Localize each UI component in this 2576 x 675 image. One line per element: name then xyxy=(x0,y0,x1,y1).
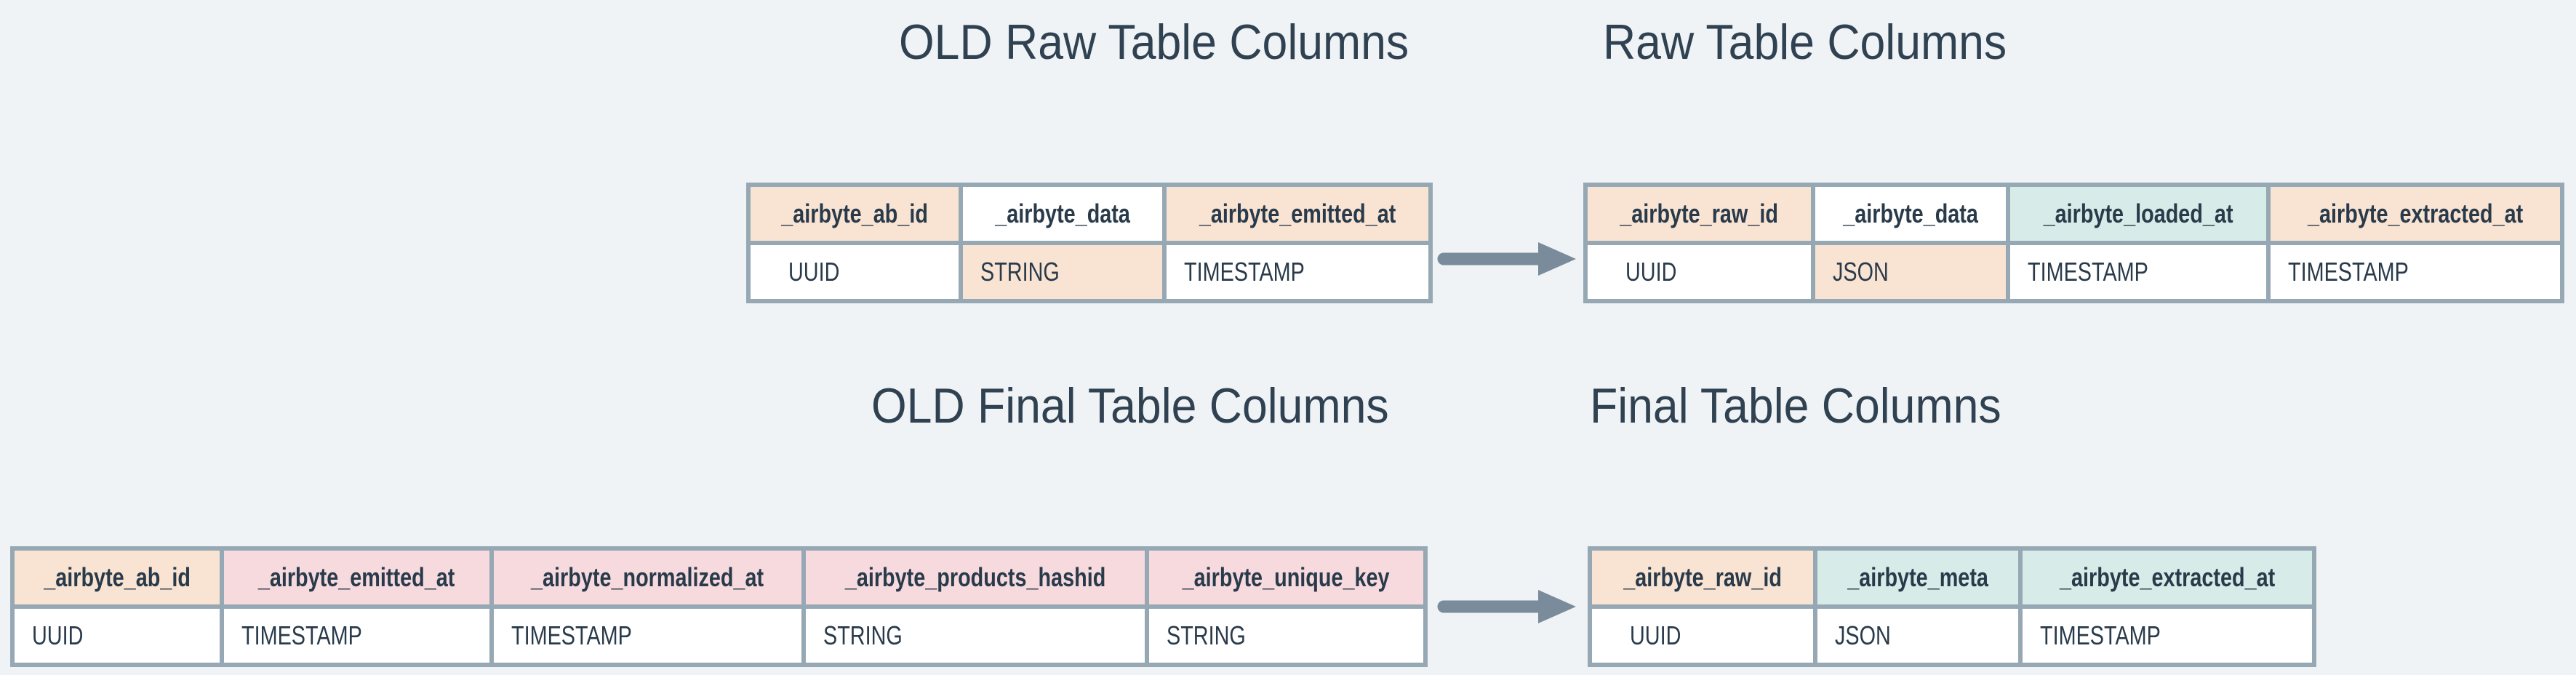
column-name: _airbyte_ab_id xyxy=(44,562,191,592)
column-type-cell: STRING xyxy=(1149,609,1423,663)
column-type-cell: TIMESTAMP xyxy=(2010,245,2271,299)
column-type: JSON xyxy=(1835,620,1891,650)
column-type-cell: UUID xyxy=(15,609,224,663)
raw-migration-arrow-icon xyxy=(1437,242,1576,276)
raw-table-header-row: _airbyte_raw_id _airbyte_data _airbyte_l… xyxy=(1588,187,2560,245)
column-header-cell: _airbyte_extracted_at xyxy=(2023,551,2312,604)
column-name: _airbyte_raw_id xyxy=(1623,562,1782,592)
column-type-cell: UUID xyxy=(1592,609,1817,663)
column-type: UUID xyxy=(32,620,84,650)
column-header-cell: _airbyte_raw_id xyxy=(1592,551,1817,604)
column-type-cell: JSON xyxy=(1817,609,2023,663)
column-type-cell: UUID xyxy=(1588,245,1815,299)
old-raw-table-header-row: _airbyte_ab_id _airbyte_data _airbyte_em… xyxy=(751,187,1428,245)
column-type: UUID xyxy=(788,257,840,287)
column-header-cell: _airbyte_ab_id xyxy=(15,551,224,604)
column-type-cell: TIMESTAMP xyxy=(2271,245,2560,299)
column-type: TIMESTAMP xyxy=(511,620,632,650)
column-header-cell: _airbyte_data xyxy=(963,187,1167,241)
column-header-cell: _airbyte_extracted_at xyxy=(2271,187,2560,241)
column-type-cell: STRING xyxy=(963,245,1167,299)
column-type-cell: TIMESTAMP xyxy=(1167,245,1428,299)
column-header-cell: _airbyte_emitted_at xyxy=(1167,187,1428,241)
column-type: TIMESTAMP xyxy=(2028,257,2148,287)
raw-table-title: Raw Table Columns xyxy=(1603,15,2007,70)
column-type-cell: TIMESTAMP xyxy=(2023,609,2312,663)
column-name: _airbyte_products_hashid xyxy=(844,562,1106,592)
column-header-cell: _airbyte_raw_id xyxy=(1588,187,1815,241)
column-type-cell: TIMESTAMP xyxy=(494,609,806,663)
final-table: _airbyte_raw_id _airbyte_meta _airbyte_e… xyxy=(1588,546,2316,667)
column-type: STRING xyxy=(823,620,903,650)
column-header-cell: _airbyte_loaded_at xyxy=(2010,187,2271,241)
column-header-cell: _airbyte_normalized_at xyxy=(494,551,806,604)
column-type-cell: UUID xyxy=(751,245,963,299)
column-name: _airbyte_ab_id xyxy=(781,199,928,228)
old-final-table-title: OLD Final Table Columns xyxy=(871,378,1389,434)
column-type: TIMESTAMP xyxy=(2040,620,2161,650)
column-name: _airbyte_extracted_at xyxy=(2059,562,2276,592)
column-type: STRING xyxy=(980,257,1060,287)
column-type: UUID xyxy=(1625,257,1677,287)
final-table-header-row: _airbyte_raw_id _airbyte_meta _airbyte_e… xyxy=(1592,551,2312,609)
column-type: TIMESTAMP xyxy=(241,620,362,650)
column-header-cell: _airbyte_ab_id xyxy=(751,187,963,241)
raw-table-type-row: UUID JSON TIMESTAMP TIMESTAMP xyxy=(1588,245,2560,299)
column-header-cell: _airbyte_data xyxy=(1815,187,2010,241)
column-type-cell: TIMESTAMP xyxy=(224,609,494,663)
column-type: JSON xyxy=(1833,257,1889,287)
column-type: TIMESTAMP xyxy=(2288,257,2409,287)
column-name: _airbyte_emitted_at xyxy=(1199,199,1396,228)
old-raw-table: _airbyte_ab_id _airbyte_data _airbyte_em… xyxy=(746,183,1433,303)
old-final-table-type-row: UUID TIMESTAMP TIMESTAMP STRING STRING xyxy=(15,609,1423,663)
column-name: _airbyte_data xyxy=(1843,199,1978,228)
column-header-cell: _airbyte_unique_key xyxy=(1149,551,1423,604)
column-header-cell: _airbyte_meta xyxy=(1817,551,2023,604)
final-table-type-row: UUID JSON TIMESTAMP xyxy=(1592,609,2312,663)
column-header-cell: _airbyte_products_hashid xyxy=(806,551,1149,604)
old-final-table-header-row: _airbyte_ab_id _airbyte_emitted_at _airb… xyxy=(15,551,1423,609)
raw-table: _airbyte_raw_id _airbyte_data _airbyte_l… xyxy=(1583,183,2564,303)
old-raw-table-title: OLD Raw Table Columns xyxy=(899,15,1409,70)
final-table-title: Final Table Columns xyxy=(1590,378,2001,434)
column-name: _airbyte_normalized_at xyxy=(531,562,764,592)
column-name: _airbyte_unique_key xyxy=(1183,562,1390,592)
final-migration-arrow-icon xyxy=(1437,590,1576,623)
column-type: STRING xyxy=(1167,620,1246,650)
column-name: _airbyte_emitted_at xyxy=(258,562,455,592)
column-name: _airbyte_data xyxy=(995,199,1130,228)
column-type-cell: JSON xyxy=(1815,245,2010,299)
column-name: _airbyte_raw_id xyxy=(1620,199,1779,228)
column-name: _airbyte_meta xyxy=(1847,562,1988,592)
old-raw-table-type-row: UUID STRING TIMESTAMP xyxy=(751,245,1428,299)
column-name: _airbyte_extracted_at xyxy=(2307,199,2524,228)
column-type: UUID xyxy=(1630,620,1681,650)
column-name: _airbyte_loaded_at xyxy=(2043,199,2233,228)
column-type: TIMESTAMP xyxy=(1184,257,1305,287)
column-header-cell: _airbyte_emitted_at xyxy=(224,551,494,604)
column-type-cell: STRING xyxy=(806,609,1149,663)
old-final-table: _airbyte_ab_id _airbyte_emitted_at _airb… xyxy=(10,546,1428,667)
